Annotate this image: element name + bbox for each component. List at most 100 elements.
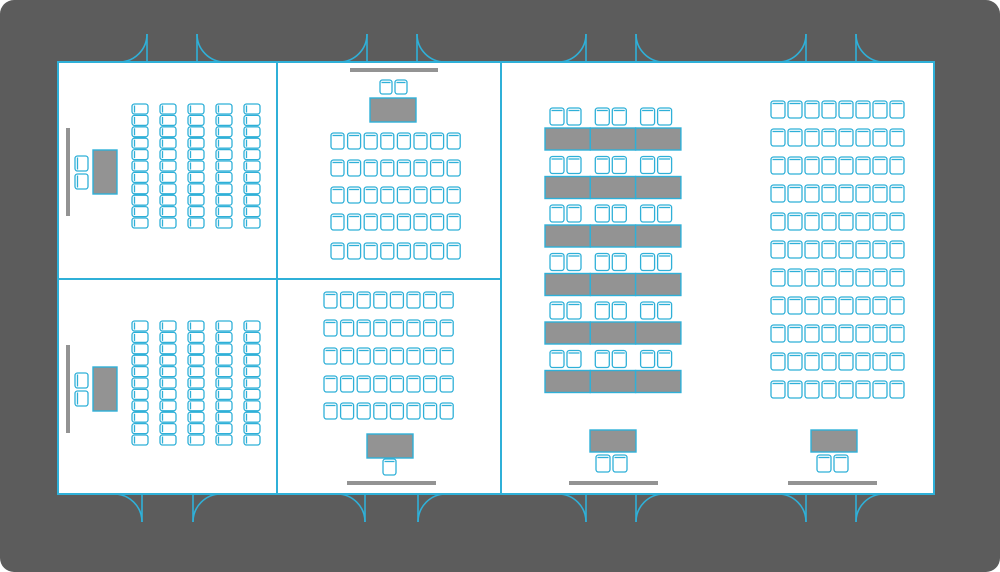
chair-icon [215,354,233,366]
chair-icon [422,347,438,365]
table-icon [634,369,682,394]
chair-icon [187,103,205,115]
chair-seat [187,422,205,435]
chair-icon [770,240,786,259]
chair-icon [429,213,445,231]
chair-seat [131,205,149,218]
chair-icon [159,160,177,172]
chair-seat [594,301,610,320]
chair-icon [243,217,261,229]
chair-seat [549,349,565,369]
chair-icon [187,171,205,184]
chair-icon [159,365,177,378]
chair-icon [787,184,803,203]
chair-seat [787,100,803,119]
chair-seat [872,268,888,287]
chair-seat [131,434,149,446]
chair-seat [159,400,177,412]
chair-seat [330,242,345,260]
chair-seat [413,159,428,177]
chair-seat [821,240,837,259]
chair-seat [770,212,786,231]
chair-icon [379,79,393,95]
chair-icon [804,156,820,175]
chair-seat [821,212,837,231]
chair-icon [855,268,871,287]
chair-icon [243,320,261,332]
chair-icon [380,186,395,204]
chair-seat [215,343,233,355]
chair-icon [787,324,803,343]
chair-seat [770,128,786,147]
chair-icon [413,159,428,177]
chair-icon [838,324,854,343]
chair-icon [131,354,149,366]
chair-seat [439,402,454,420]
chair-icon [821,212,837,231]
chair-seat [855,184,871,203]
chair-icon [821,128,837,147]
chair-icon [323,347,338,365]
chair-icon [243,434,261,446]
chair-seat [74,390,89,407]
chair-seat [243,354,261,366]
chair-seat [804,240,820,259]
chair-icon [821,100,837,119]
chair-icon [439,291,454,309]
chair-seat [639,155,656,175]
chair-seat [439,375,454,393]
chair-icon [389,402,405,420]
chair-icon [872,212,888,231]
chair-icon [215,148,233,161]
chair-seat [131,343,149,355]
chair-seat [380,132,395,150]
chair-icon [804,268,820,287]
chair-icon [346,159,362,177]
chair-seat [356,347,371,365]
chair-icon [215,411,233,423]
chair-seat [215,320,233,332]
chair-icon [339,375,355,393]
chair-seat [346,132,362,150]
chair-icon [889,352,905,371]
chair-seat [855,268,871,287]
chair-seat [215,365,233,378]
chair-icon [330,213,345,231]
chair-icon [187,354,205,366]
chair-seat [889,212,905,231]
chair-seat [215,183,233,195]
chair-seat [396,132,412,150]
chair-seat [159,171,177,184]
chair-icon [187,126,205,138]
chair-seat [159,114,177,127]
chair-icon [889,100,905,119]
chair-seat [243,194,261,206]
chair-icon [215,365,233,378]
chair-icon [872,296,888,315]
chair-icon [566,204,582,223]
chair-icon [770,156,786,175]
chair-seat [889,268,905,287]
chair-icon [639,349,656,369]
chair-icon [187,114,205,127]
chair-icon [611,107,627,126]
table-icon [544,272,591,297]
chair-seat [787,184,803,203]
chair-icon [346,242,362,260]
chair-icon [131,103,149,115]
chair-seat [855,324,871,343]
chair-icon [215,377,233,389]
chair-seat [131,217,149,229]
chair-icon [187,148,205,161]
chair-icon [243,171,261,184]
chair-seat [187,365,205,378]
chair-icon [639,155,656,175]
chair-icon [406,291,421,309]
chair-icon [159,137,177,149]
chair-seat [243,331,261,344]
table-icon [589,321,637,345]
chair-seat [429,242,445,260]
chair-icon [131,160,149,172]
chair-icon [363,159,378,177]
